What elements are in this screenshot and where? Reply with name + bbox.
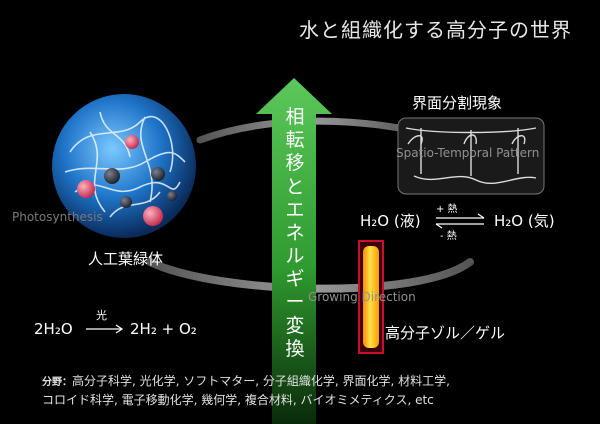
reaction-arrow-icon: [86, 324, 124, 334]
polymer-sol-gel-label: 高分子ゾル／ゲル: [385, 324, 506, 342]
equilibrium-arrows-icon: [435, 213, 485, 229]
equation-reactant: 2H₂O: [34, 320, 73, 338]
research-fields-text-1: 高分子科学, 光化学, ソフトマター, 分子組織化学, 界面化学, 材料工学,: [72, 374, 450, 388]
research-fields: 分野：高分子科学, 光化学, ソフトマター, 分子組織化学, 界面化学, 材料工…: [42, 372, 562, 409]
photosynthesis-label: Photosynthesis: [12, 210, 103, 224]
page-title: 水と組織化する高分子の世界: [299, 18, 572, 42]
water-liquid-label: H₂O (液): [360, 212, 421, 230]
spatio-temporal-pattern-label: Spatio-Temporal Pattern: [396, 146, 540, 160]
heat-minus-label: - 熱: [440, 231, 457, 242]
polymer-gel-tube: [358, 240, 384, 354]
research-fields-label: 分野：: [42, 377, 72, 388]
phase-transition-energy-conversion-text: 相 転 移 と エ ネ ル ギ ー 変 換: [280, 106, 310, 361]
water-gas-label: H₂O (気): [494, 212, 555, 230]
artificial-chloroplast-sphere: [52, 94, 196, 238]
artificial-chloroplast-label: 人工葉緑体: [88, 250, 164, 268]
arrow-text: 相 転 移 と エ ネ ル ギ ー 変 換: [285, 106, 305, 360]
spatio-temporal-pattern-image: [397, 117, 545, 195]
interface-division-title: 界面分割現象: [412, 94, 503, 112]
equation-catalyst: 光: [96, 308, 107, 322]
heat-plus-label: + 熱: [436, 204, 458, 215]
research-fields-line-1: 分野：高分子科学, 光化学, ソフトマター, 分子組織化学, 界面化学, 材料工…: [42, 372, 562, 391]
phase-transition-arrow: [256, 78, 332, 424]
growing-direction-label: Growing Direction: [308, 290, 416, 304]
photosynthesis-equation: 2H₂O 光 2H₂ + O₂: [34, 308, 197, 338]
research-fields-text-2: コロイド科学, 電子移動化学, 幾何学, 複合材料, バイオミメティクス, et…: [42, 392, 434, 407]
equation-product: 2H₂ + O₂: [130, 320, 197, 338]
